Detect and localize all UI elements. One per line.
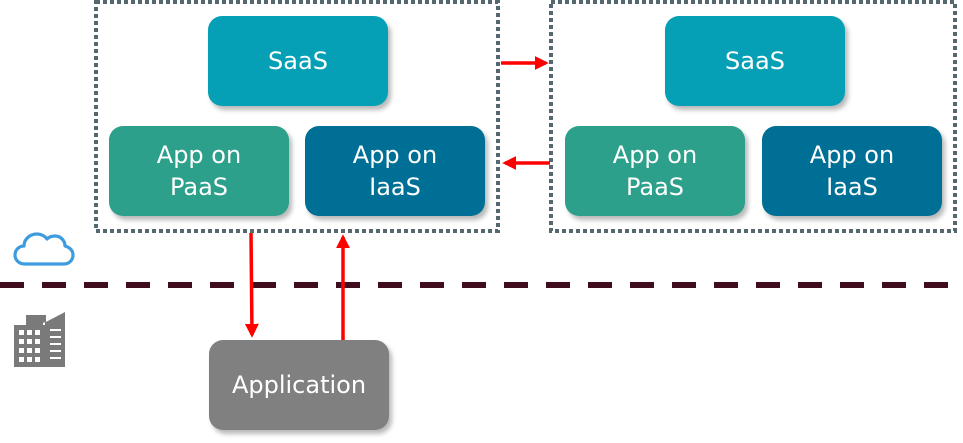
arrow-cloud-to-application <box>244 232 259 338</box>
zone-a-iaas-node[interactable]: App on IaaS <box>305 126 485 216</box>
cloud-icon <box>13 232 75 266</box>
zone-b-iaas-node[interactable]: App on IaaS <box>762 126 942 216</box>
zone-a-saas-node[interactable]: SaaS <box>208 16 388 106</box>
application-node[interactable]: Application <box>209 340 389 430</box>
zone-a-paas-node[interactable]: App on PaaS <box>109 126 289 216</box>
zone-b-saas-node[interactable]: SaaS <box>665 16 845 106</box>
building-icon <box>14 312 65 367</box>
zone-b-border <box>549 0 957 233</box>
zone-b-paas-node[interactable]: App on PaaS <box>565 126 745 216</box>
cloud-zone-b <box>549 0 957 233</box>
